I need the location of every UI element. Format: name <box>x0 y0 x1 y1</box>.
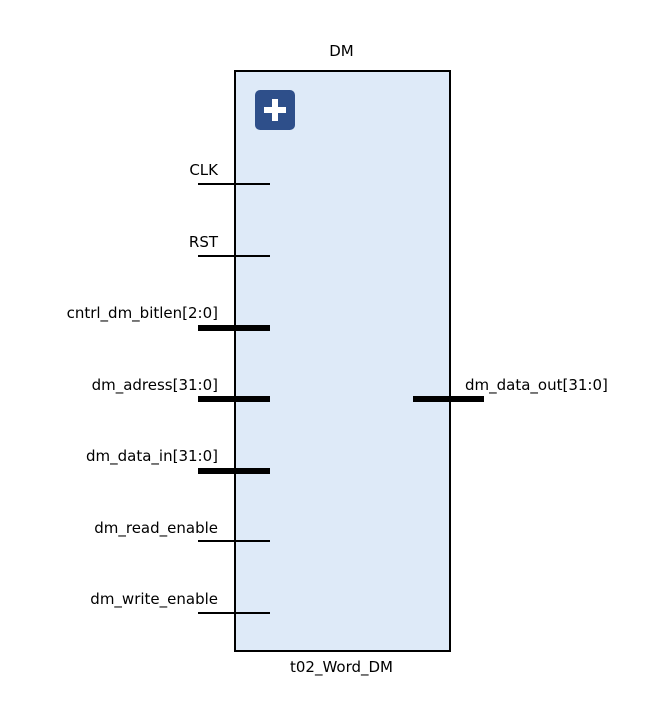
input-port-label-dm-data-in: dm_data_in[31:0] <box>86 447 218 465</box>
plus-icon <box>264 99 286 121</box>
input-port-label-cntrl-dm-bitlen: cntrl_dm_bitlen[2:0] <box>66 304 218 322</box>
input-port-wire-rst[interactable] <box>198 255 270 257</box>
input-port-wire-dm-write-enable[interactable] <box>198 612 270 614</box>
output-port-bus-dm-data-out[interactable] <box>413 396 484 402</box>
module-block[interactable] <box>234 70 451 652</box>
input-port-label-dm-adress: dm_adress[31:0] <box>91 376 218 394</box>
input-port-label-clk: CLK <box>189 161 218 179</box>
input-port-wire-dm-read-enable[interactable] <box>198 540 270 542</box>
input-port-label-dm-read-enable: dm_read_enable <box>94 519 218 537</box>
input-port-bus-dm-adress[interactable] <box>198 396 270 402</box>
output-port-label-dm-data-out: dm_data_out[31:0] <box>465 376 608 394</box>
input-port-wire-clk[interactable] <box>198 183 270 185</box>
expand-button[interactable] <box>255 90 295 130</box>
input-port-bus-cntrl-dm-bitlen[interactable] <box>198 325 270 331</box>
input-port-label-dm-write-enable: dm_write_enable <box>90 590 218 608</box>
module-name: t02_Word_DM <box>289 658 393 676</box>
input-port-bus-dm-data-in[interactable] <box>198 468 270 474</box>
instance-name: DM <box>329 42 354 60</box>
input-port-label-rst: RST <box>188 233 218 251</box>
